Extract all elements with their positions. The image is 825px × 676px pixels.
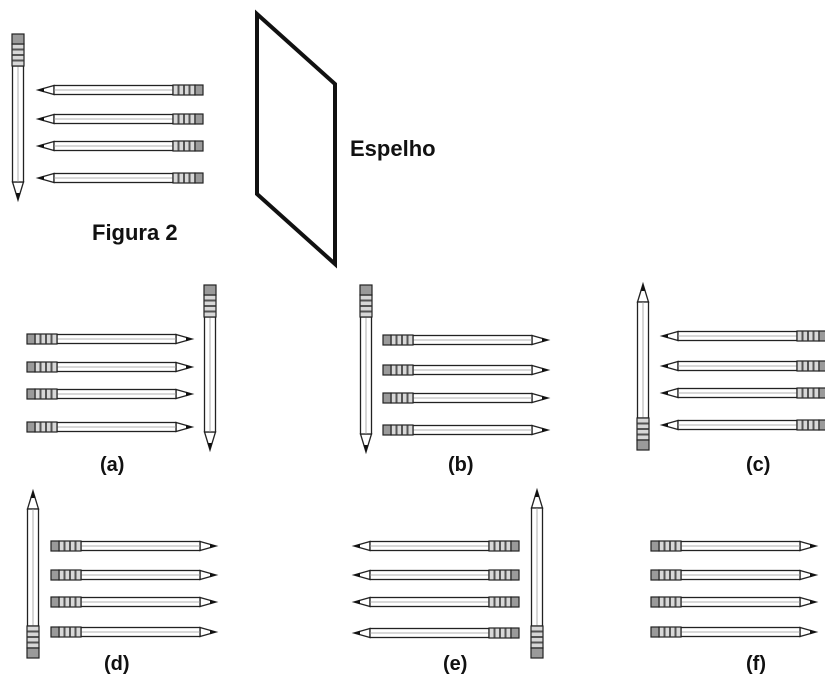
vertical-pencil-b <box>359 284 373 455</box>
horizontal-pencil-b-2 <box>382 364 551 376</box>
horizontal-pencil-e-2 <box>351 569 520 581</box>
horizontal-pencil-e-4 <box>351 627 520 639</box>
horizontal-pencil-d-3 <box>50 596 219 608</box>
vertical-pencil-a <box>203 284 217 453</box>
horizontal-pencil-a-4 <box>26 421 195 433</box>
pencil-group-f <box>650 540 819 638</box>
pencil-groups <box>11 33 825 659</box>
option-c-label[interactable]: (c) <box>746 454 771 476</box>
horizontal-pencil-f-1 <box>650 540 819 552</box>
pencil-group-b <box>359 284 551 455</box>
horizontal-pencil-original-4 <box>35 172 204 184</box>
option-f-label[interactable]: (f) <box>746 653 766 675</box>
option-d-label[interactable]: (d) <box>104 653 130 675</box>
horizontal-pencil-original-2 <box>35 113 204 125</box>
horizontal-pencil-b-4 <box>382 424 551 436</box>
option-a-label[interactable]: (a) <box>100 454 125 476</box>
horizontal-pencil-a-1 <box>26 333 195 345</box>
pencil-group-e <box>351 487 544 659</box>
horizontal-pencil-e-1 <box>351 540 520 552</box>
horizontal-pencil-c-3 <box>659 387 825 399</box>
pencil-group-c <box>636 281 825 451</box>
figure-label: Figura 2 <box>92 220 178 245</box>
option-b-label[interactable]: (b) <box>448 454 474 476</box>
horizontal-pencil-d-4 <box>50 626 219 638</box>
horizontal-pencil-a-2 <box>26 361 195 373</box>
vertical-pencil-d <box>26 488 40 659</box>
pencil-group-d <box>26 488 219 659</box>
horizontal-pencil-c-2 <box>659 360 825 372</box>
vertical-pencil-original <box>11 33 25 203</box>
mirror <box>255 9 337 269</box>
pencil-group-original <box>11 33 204 203</box>
horizontal-pencil-e-3 <box>351 596 520 608</box>
horizontal-pencil-d-1 <box>50 540 219 552</box>
option-e-label[interactable]: (e) <box>443 653 468 675</box>
horizontal-pencil-b-1 <box>382 334 551 346</box>
horizontal-pencil-c-4 <box>659 419 825 431</box>
vertical-pencil-e <box>530 487 544 659</box>
horizontal-pencil-f-2 <box>650 569 819 581</box>
horizontal-pencil-c-1 <box>659 330 825 342</box>
horizontal-pencil-original-3 <box>35 140 204 152</box>
horizontal-pencil-d-2 <box>50 569 219 581</box>
horizontal-pencil-original-1 <box>35 84 204 96</box>
pencil-group-a <box>26 284 217 453</box>
horizontal-pencil-f-4 <box>650 626 819 638</box>
mirror-label: Espelho <box>350 136 436 161</box>
horizontal-pencil-b-3 <box>382 392 551 404</box>
vertical-pencil-c <box>636 281 650 451</box>
horizontal-pencil-f-3 <box>650 596 819 608</box>
horizontal-pencil-a-3 <box>26 388 195 400</box>
